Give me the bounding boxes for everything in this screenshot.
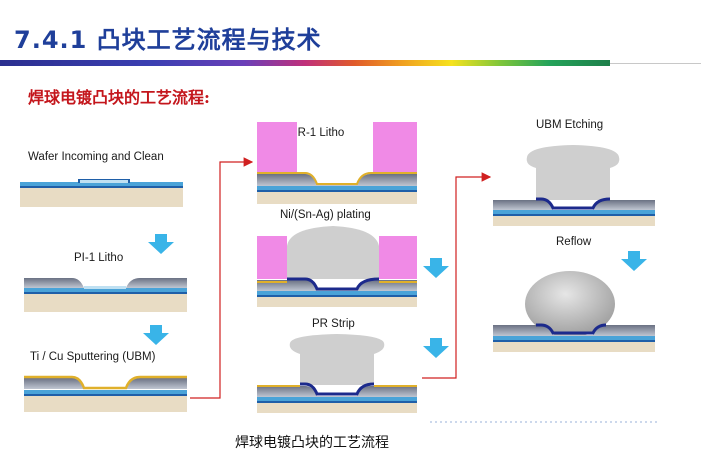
wafer-incoming-illustration [20, 179, 183, 207]
step-label-pr1-litho: PR-1 Litho [290, 127, 345, 139]
title-underline-bar [0, 60, 610, 66]
step-label-reflow: Reflow [556, 236, 592, 248]
reflow-illustration [493, 271, 655, 352]
figure-caption: 焊球电镀凸块的工艺流程 [235, 435, 389, 451]
pr-strip-illustration [257, 334, 417, 413]
title-underline-thin [610, 63, 701, 64]
step-label-ubm-etching: UBM Etching [536, 119, 604, 131]
flow-connector-2 [422, 172, 492, 379]
plating-illustration [257, 226, 417, 307]
step-label-plating: Ni/(Sn-Ag) plating [280, 209, 371, 221]
section-subtitle: 焊球电镀凸块的工艺流程: [28, 88, 210, 107]
pr1-litho-illustration [257, 122, 417, 204]
flow-connector-1 [190, 157, 254, 399]
page-title: 7.4.1 凸块工艺流程与技术 [14, 26, 322, 54]
down-arrow-icon [621, 251, 647, 271]
step-label-wafer-incoming: Wafer Incoming and Clean [28, 151, 164, 163]
ti-cu-sputtering-illustration [24, 375, 187, 412]
step-label-pi1-litho: PI-1 Litho [74, 252, 124, 264]
down-arrow-icon [423, 338, 449, 358]
down-arrow-icon [143, 325, 169, 345]
pi1-litho-illustration [24, 278, 187, 312]
step-label-ti-cu-sputtering: Ti / Cu Sputtering (UBM) [30, 351, 156, 363]
step-label-pr-strip: PR Strip [312, 318, 355, 330]
ubm-etching-illustration [493, 145, 655, 226]
down-arrow-icon [423, 258, 449, 278]
down-arrow-icon [148, 234, 174, 254]
